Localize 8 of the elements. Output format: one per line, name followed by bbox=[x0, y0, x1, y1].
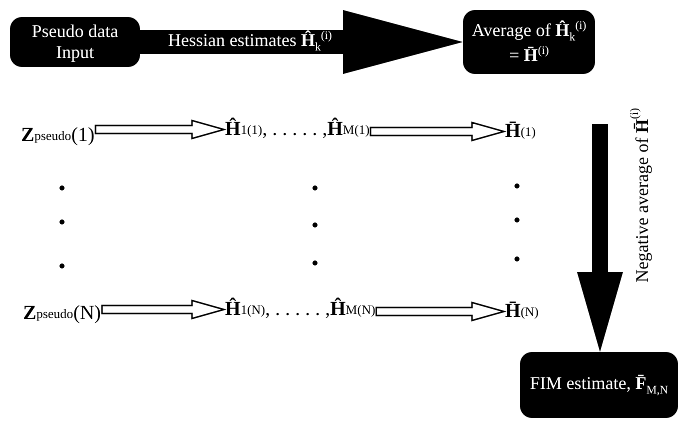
hollow-arrow bbox=[101, 300, 227, 320]
hollow-arrow bbox=[376, 302, 507, 322]
process-box: Pseudo data Input bbox=[10, 17, 140, 67]
block-arrow bbox=[577, 124, 623, 352]
hollow-arrow bbox=[370, 122, 507, 142]
block-arrow bbox=[140, 10, 463, 74]
hollow-arrow bbox=[94, 120, 227, 140]
process-box: FIM estimate, F̄$_{M,N}$ bbox=[520, 352, 678, 418]
